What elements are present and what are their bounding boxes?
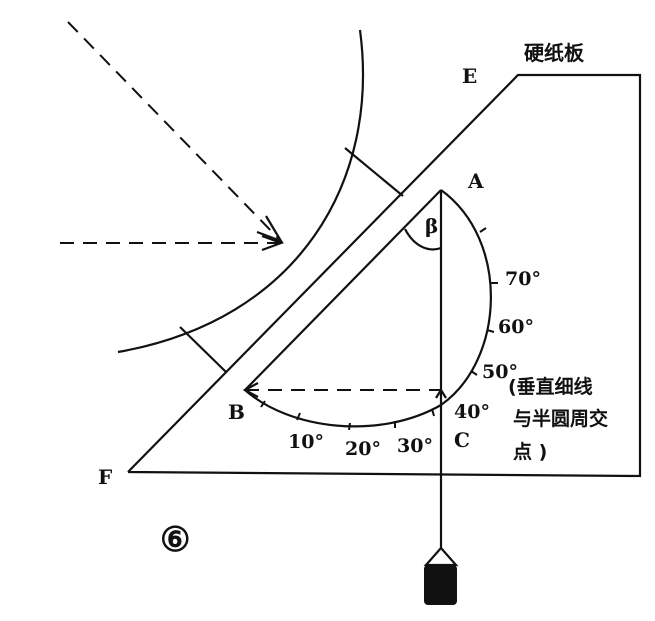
scale-mark-30: 30° bbox=[397, 435, 433, 457]
c-intersection-marker bbox=[435, 387, 447, 399]
plumb-weight bbox=[424, 565, 457, 605]
protractor-ticks bbox=[260, 227, 498, 431]
arrowhead-diagonal bbox=[256, 215, 284, 244]
figure-number: ⑥ bbox=[160, 520, 190, 560]
weight-hook bbox=[423, 546, 459, 567]
scale-mark-10: 10° bbox=[288, 431, 324, 453]
label-board: 硬纸板 bbox=[524, 41, 585, 65]
connector-upper bbox=[344, 147, 404, 197]
edge-ab bbox=[244, 189, 442, 391]
label-f: F bbox=[98, 465, 112, 489]
protractor-semicircle bbox=[244, 189, 492, 428]
connector-lower bbox=[179, 326, 227, 373]
scale-mark-60: 60° bbox=[498, 316, 534, 338]
scale-mark-20: 20° bbox=[345, 438, 381, 460]
dashed-ray-diagonal bbox=[67, 21, 281, 241]
large-arc bbox=[117, 29, 365, 354]
scale-mark-70: 70° bbox=[505, 268, 541, 290]
note-line-3: 点 ) bbox=[513, 441, 547, 463]
label-e: E bbox=[462, 64, 477, 88]
label-b: B bbox=[228, 400, 245, 424]
scale-mark-50: 50° bbox=[482, 361, 518, 383]
note-line-1: (垂直细线 bbox=[508, 375, 593, 398]
label-a: A bbox=[467, 169, 484, 193]
label-c: C bbox=[454, 428, 470, 452]
arrowhead-horizontal bbox=[261, 234, 285, 252]
note-line-2: 与半圆周交 bbox=[513, 407, 608, 430]
scale-mark-40: 40° bbox=[454, 401, 490, 423]
cardboard-outline bbox=[127, 73, 642, 478]
label-beta: β bbox=[425, 214, 438, 238]
beta-angle-arc bbox=[404, 228, 442, 251]
